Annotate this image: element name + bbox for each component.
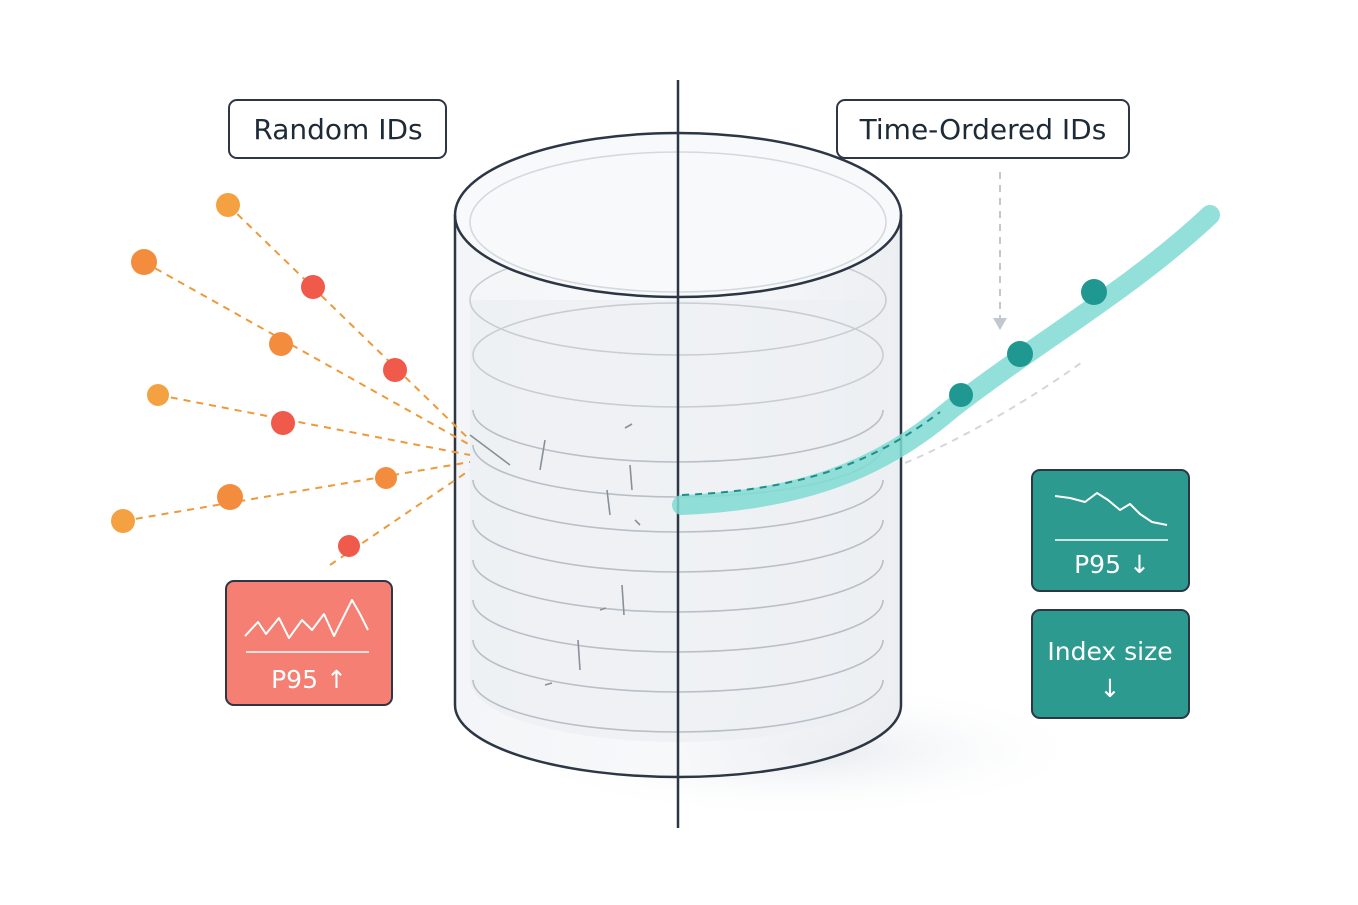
random-id-dot [301, 275, 325, 299]
random-id-dot [147, 384, 169, 406]
random-id-dot [216, 193, 240, 217]
random-ids-label-text: Random IDs [253, 113, 422, 146]
index-size-text: Index size [1047, 637, 1172, 666]
ordered-p95-text: P95 ↓ [1074, 550, 1150, 579]
random-id-dot [375, 467, 397, 489]
label-pointer [993, 172, 1007, 330]
time-ordered-stream [672, 205, 1220, 515]
random-id-dot [111, 509, 135, 533]
random-id-dot [131, 249, 157, 275]
page-split-marks [469, 423, 641, 686]
random-id-dot [271, 411, 295, 435]
random-p95-text: P95 ↑ [271, 665, 347, 694]
random-id-dot [383, 358, 407, 382]
time-ordered-ids-label-text: Time-Ordered IDs [859, 113, 1107, 146]
ordered-p95-card: P95 ↓ [1031, 469, 1190, 592]
random-id-dot [217, 484, 243, 510]
random-p95-card: P95 ↑ [225, 580, 393, 706]
time-ordered-ids-label: Time-Ordered IDs [836, 99, 1130, 159]
index-size-card: Index size ↓ [1031, 609, 1190, 719]
time-ordered-dot [949, 383, 973, 407]
index-size-arrow: ↓ [1100, 674, 1121, 703]
random-id-dots [111, 193, 407, 557]
random-ids-label: Random IDs [228, 99, 447, 159]
time-ordered-dot [1081, 279, 1107, 305]
sparkline-up-icon [244, 599, 369, 639]
random-id-dot [338, 535, 360, 557]
random-insert-paths [122, 204, 471, 566]
random-id-dot [269, 332, 293, 356]
sparkline-down-icon [1054, 492, 1168, 526]
time-ordered-dot [1007, 341, 1033, 367]
